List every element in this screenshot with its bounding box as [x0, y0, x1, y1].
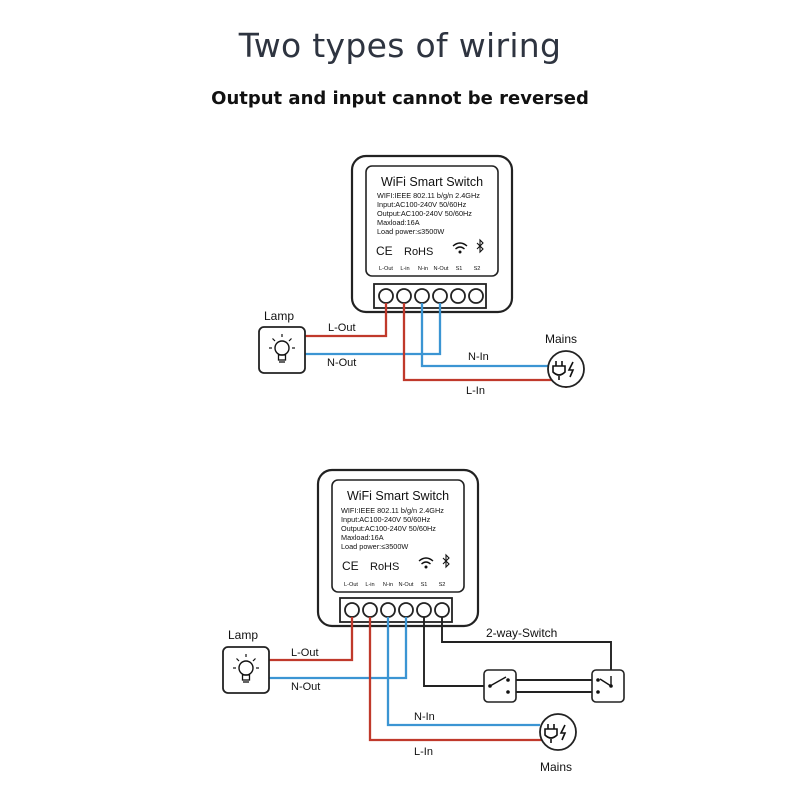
wire-2-s1 [423, 617, 490, 687]
terminal-2-l-in [362, 602, 378, 618]
light-bulb-icon [269, 334, 295, 363]
wire-label-l-in: L-In [466, 385, 485, 397]
mains-label: Mains [545, 332, 577, 346]
terminal-2-s1 [416, 602, 432, 618]
terminal-label-2-s2: S2 [439, 582, 446, 588]
terminal-l-out [378, 288, 394, 304]
terminal-n-out [432, 288, 448, 304]
terminal-s1 [450, 288, 466, 304]
rohs-mark-2: RoHS [370, 561, 399, 573]
terminal-label-l-out: L-Out [379, 266, 393, 272]
device-spec-2: Input:AC100-240V 50/60Hz [377, 200, 467, 209]
page-title: Two types of wiring [238, 26, 562, 65]
device-name: WiFi Smart Switch [381, 175, 483, 189]
lamp-box-2 [222, 646, 270, 694]
wires [305, 303, 568, 388]
wire-label-2-l-out: L-Out [291, 647, 319, 659]
terminal-label-2-l-out: L-Out [344, 582, 358, 588]
plug-lightning-icon [547, 350, 585, 388]
smart-switch-device: WiFi Smart Switch WIFI:IEEE 802.11 b/g/n… [350, 154, 514, 314]
switch-label: 2-way-Switch [486, 626, 557, 640]
wire-label-2-n-in: N-In [414, 711, 435, 723]
device-spec-2-3: Output:AC100-240V 50/60Hz [341, 524, 436, 533]
plug-lightning-icon [539, 713, 577, 751]
light-bulb-icon [233, 654, 259, 683]
wifi-icon [418, 557, 434, 569]
terminal-2-n-out [398, 602, 414, 618]
device-spec-2-4: Maxload:16A [341, 533, 384, 542]
wire-label-2-n-out: N-Out [291, 681, 320, 693]
device-spec-1: WIFI:IEEE 802.11 b/g/n 2.4GHz [377, 191, 480, 200]
wire-label-n-in: N-In [468, 351, 489, 363]
terminal-2-s2 [434, 602, 450, 618]
terminal-label-2-s1: S1 [421, 582, 428, 588]
rohs-mark: RoHS [404, 246, 433, 258]
diagram-standard-wiring: WiFi Smart Switch WIFI:IEEE 802.11 b/g/n… [258, 154, 585, 397]
wire-label-n-out: N-Out [327, 357, 356, 369]
wire-2-n-out [269, 617, 408, 680]
mains-label-2: Mains [540, 760, 572, 774]
terminal-label-n-out: N-Out [434, 266, 449, 272]
lamp-label: Lamp [264, 309, 294, 323]
device-spec-3: Output:AC100-240V 50/60Hz [377, 209, 472, 218]
device-spec-2-5: Load power:≤3500W [341, 542, 408, 551]
device-name-2: WiFi Smart Switch [347, 489, 449, 503]
terminal-s2 [468, 288, 484, 304]
smart-switch-device-2: WiFi Smart Switch WIFI:IEEE 802.11 b/g/n… [316, 468, 480, 628]
lamp-label-2: Lamp [228, 628, 258, 642]
terminal-l-in [396, 288, 412, 304]
terminal-label-s2: S2 [474, 266, 481, 272]
diagram-two-way-wiring: WiFi Smart Switch WIFI:IEEE 802.11 b/g/n… [222, 468, 625, 774]
terminal-2-n-in [380, 602, 396, 618]
wire-2-n-in [386, 617, 540, 727]
terminal-label-2-n-out: N-Out [399, 582, 414, 588]
wifi-icon [452, 242, 468, 254]
device-spec-2-1: WIFI:IEEE 802.11 b/g/n 2.4GHz [341, 506, 444, 515]
lamp-box [258, 326, 306, 374]
device-spec-4: Maxload:16A [377, 218, 420, 227]
bluetooth-icon [476, 238, 484, 254]
page-subtitle: Output and input cannot be reversed [211, 88, 589, 109]
two-way-switch-right [591, 669, 625, 703]
wire-n-in [420, 303, 548, 368]
terminal-2-l-out [344, 602, 360, 618]
terminal-label-2-l-in: L-in [365, 582, 374, 588]
device-spec-5: Load power:≤3500W [377, 227, 444, 236]
terminal-label-n-in: N-in [418, 266, 428, 272]
wire-label-2-l-in: L-In [414, 746, 433, 758]
bluetooth-icon [442, 553, 450, 569]
ce-mark: CE [376, 244, 393, 258]
wire-2-s2 [441, 617, 612, 674]
terminal-n-in [414, 288, 430, 304]
terminal-label-s1: S1 [456, 266, 463, 272]
wire-label-l-out: L-Out [328, 322, 356, 334]
ce-mark-2: CE [342, 559, 359, 573]
terminal-label-l-in: L-in [400, 266, 409, 272]
wire-l-in [402, 303, 568, 388]
terminal-label-2-n-in: N-in [383, 582, 393, 588]
wire-2-l-out [269, 617, 354, 662]
two-way-switch-left [483, 669, 517, 703]
device-spec-2-2: Input:AC100-240V 50/60Hz [341, 515, 431, 524]
wire-n-out [305, 303, 442, 356]
wire-l-out [305, 303, 388, 338]
